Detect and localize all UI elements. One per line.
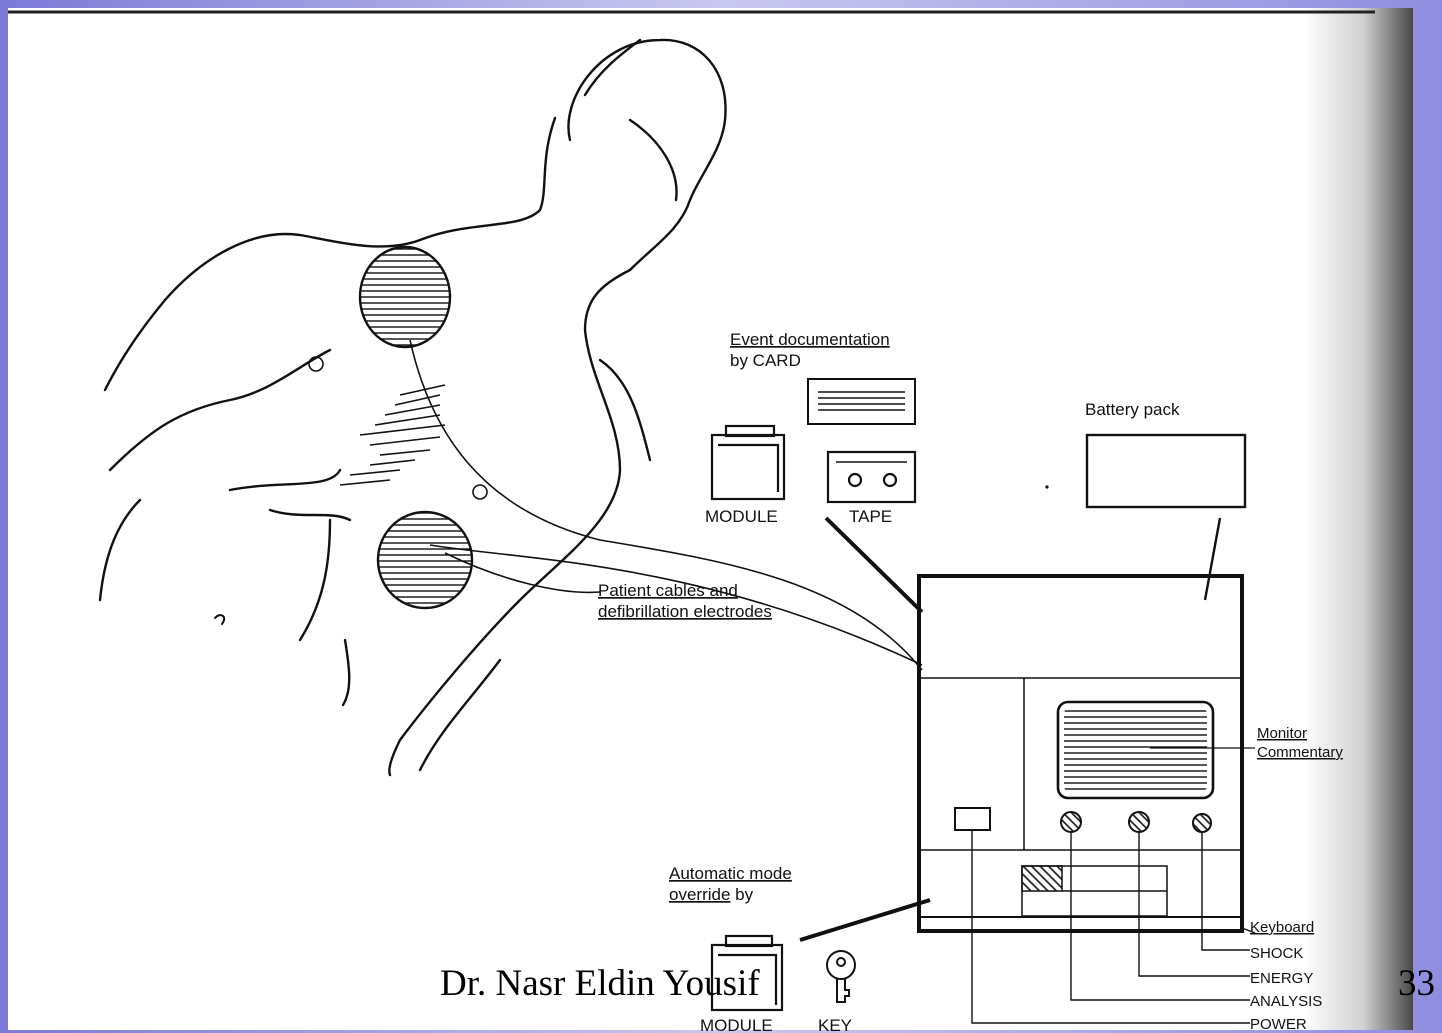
module-icon	[710, 424, 786, 501]
keyboard-label: Keyboard	[1250, 919, 1314, 936]
patient-cables-label-line2: defibrillation electrodes	[598, 602, 772, 621]
monitor-screen	[1056, 700, 1255, 800]
power-label: POWER	[1250, 1016, 1307, 1033]
override-word: override	[669, 885, 730, 904]
bottom-module-icon	[710, 934, 784, 1012]
patient-torso	[98, 38, 727, 777]
shock-label: SHOCK	[1250, 945, 1303, 962]
monitor-label: Monitor	[1257, 725, 1307, 742]
lower-electrode-pad	[376, 510, 474, 610]
energy-label: ENERGY	[1250, 970, 1313, 987]
commentary-label: Commentary	[1257, 744, 1343, 761]
analysis-knob-icon	[1060, 811, 1082, 833]
scanned-page	[8, 8, 1413, 1030]
battery-pack-label: Battery pack	[1085, 400, 1180, 419]
slide-page-number: 33	[1398, 963, 1435, 1004]
card-icon	[807, 378, 916, 425]
analysis-label: ANALYSIS	[1250, 993, 1322, 1010]
module-lead-line	[824, 516, 924, 614]
book-spine-shadow	[1303, 8, 1413, 1030]
battery-pack-icon	[1085, 433, 1247, 509]
by-word: by	[735, 885, 753, 904]
by-card-label: by CARD	[730, 351, 801, 370]
chest-hatching	[339, 384, 446, 486]
override-lead-line	[799, 898, 931, 942]
key-icon	[826, 950, 856, 1003]
event-documentation-label: Event documentation	[730, 330, 890, 349]
tape-icon	[826, 450, 917, 504]
energy-knob-icon	[1128, 811, 1150, 833]
tape-label: TAPE	[849, 507, 892, 526]
patient-cables-label-line1: Patient cables and	[598, 581, 738, 600]
shock-knob-icon	[1192, 813, 1212, 833]
defibrillator-unit	[917, 574, 1244, 933]
keyboard-leader-lines	[971, 830, 1256, 1024]
key-label: KEY	[818, 1016, 852, 1033]
patient-cables	[409, 339, 923, 671]
bottom-module-label: MODULE	[700, 1016, 773, 1033]
slide-author: Dr. Nasr Eldin Yousif	[440, 963, 760, 1004]
automatic-mode-label: Automatic mode	[669, 864, 792, 883]
upper-electrode-pad	[358, 245, 452, 349]
battery-lead-line	[1203, 517, 1222, 601]
override-by-label: override by	[669, 885, 754, 904]
module-label: MODULE	[705, 507, 778, 526]
